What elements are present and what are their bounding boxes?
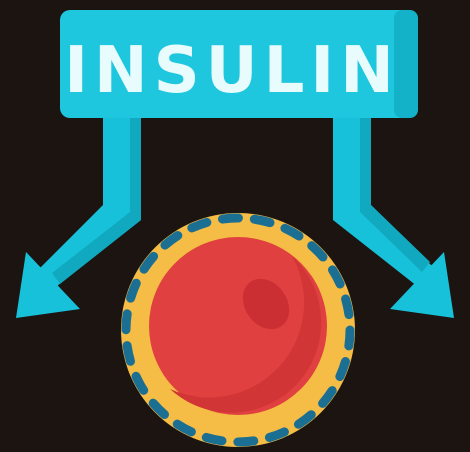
cell-icon [121, 213, 355, 447]
arrow-down-left-icon [16, 95, 141, 318]
cell-body [149, 237, 327, 415]
arrow-down-right-icon [333, 95, 454, 318]
insulin-banner: INSULIN [60, 10, 418, 118]
insulin-label: INSULIN [64, 34, 400, 108]
